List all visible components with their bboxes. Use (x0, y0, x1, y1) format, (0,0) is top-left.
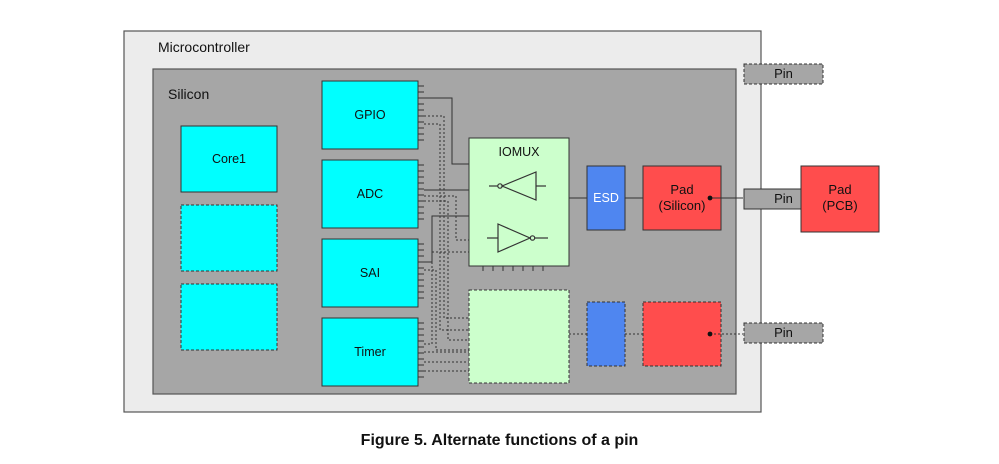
pin-label-bottom: Pin (774, 325, 793, 340)
pad-silicon-label: Pad (Silicon) (658, 182, 706, 213)
pad-node-dot-2 (707, 331, 713, 337)
esd-label: ESD (593, 191, 619, 205)
output-buffer-icon (489, 171, 546, 201)
pin-label-top: Pin (774, 66, 793, 81)
timer-label: Timer (354, 345, 386, 359)
gpio-block (321, 80, 419, 150)
timer-block (321, 317, 419, 387)
figure-caption: Figure 5. Alternate functions of a pin (360, 432, 639, 449)
iomux-bottom-stubs (482, 266, 544, 271)
pad-pcb-block (800, 165, 880, 233)
adc-label: ADC (356, 187, 384, 201)
pad-node-dot (707, 195, 713, 201)
pin-box-bottom (743, 322, 824, 344)
esd-block-2 (586, 301, 626, 367)
core-block-3 (180, 283, 278, 351)
adc-block (321, 159, 419, 229)
pad-pcb-label: Pad (PCB) (822, 182, 858, 213)
peripheral-dashed-wires (424, 115, 469, 372)
core1-block (180, 125, 278, 193)
sai-block (321, 238, 419, 308)
peripheral-wires (424, 97, 469, 263)
input-buffer-icon (487, 223, 548, 253)
peripheral-pin-stubs (418, 85, 424, 378)
silicon-label: Silicon (168, 86, 210, 102)
sai-label: SAI (359, 266, 381, 280)
iomux-block-2 (468, 289, 570, 384)
microcontroller-label: Microcontroller (158, 39, 250, 55)
pin-box-top (743, 63, 824, 85)
core-block-2 (180, 204, 278, 272)
iomux-label: IOMUX (498, 145, 540, 159)
core1-label: Core1 (211, 152, 247, 166)
esd-block (586, 165, 626, 231)
pin-label-middle: Pin (774, 191, 793, 206)
iomux-block (468, 137, 570, 267)
gpio-label: GPIO (354, 108, 386, 122)
